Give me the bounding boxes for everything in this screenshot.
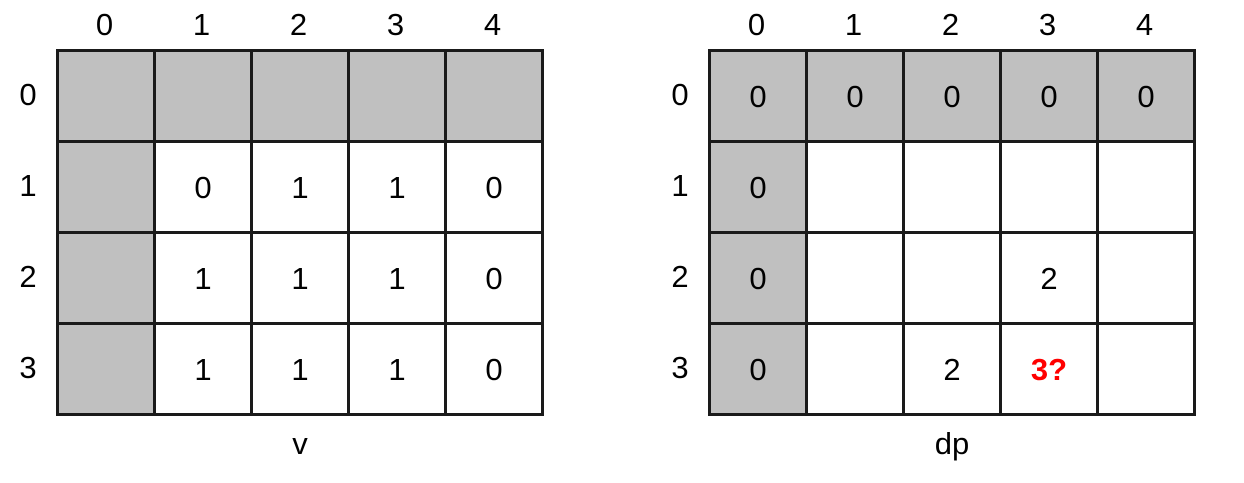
column-header-v-3: 3 bbox=[386, 7, 405, 42]
cell-v-3-2[interactable]: 1 bbox=[253, 325, 350, 416]
cell-dp-1-2[interactable] bbox=[905, 143, 1002, 234]
cell-v-3-3[interactable]: 1 bbox=[350, 325, 447, 416]
cell-dp-2-1[interactable] bbox=[808, 234, 905, 325]
caption-dp: dp bbox=[934, 426, 970, 461]
column-header-v-0: 0 bbox=[95, 7, 114, 42]
caption-v: v bbox=[292, 426, 308, 461]
cell-v-2-3[interactable]: 1 bbox=[350, 234, 447, 325]
cell-dp-0-1[interactable]: 0 bbox=[808, 52, 905, 143]
column-header-row-v: 0 1 2 3 4 bbox=[56, 0, 541, 49]
row-label-column-dp: 0 1 2 3 bbox=[652, 49, 708, 413]
cell-v-1-2[interactable]: 1 bbox=[253, 143, 350, 234]
row-label-v-3: 3 bbox=[19, 350, 37, 385]
column-header-dp-1: 1 bbox=[844, 7, 863, 42]
row-label-v-0: 0 bbox=[19, 77, 37, 112]
cell-v-0-2[interactable] bbox=[253, 52, 350, 143]
cell-dp-0-2[interactable]: 0 bbox=[905, 52, 1002, 143]
cell-dp-3-0[interactable]: 0 bbox=[711, 325, 808, 416]
cell-v-0-0[interactable] bbox=[59, 52, 156, 143]
cell-v-2-1[interactable]: 1 bbox=[156, 234, 253, 325]
cell-dp-3-1[interactable] bbox=[808, 325, 905, 416]
cell-dp-0-0[interactable]: 0 bbox=[711, 52, 808, 143]
cell-dp-3-2[interactable]: 2 bbox=[905, 325, 1002, 416]
column-header-dp-4: 4 bbox=[1135, 7, 1154, 42]
column-header-v-4: 4 bbox=[483, 7, 502, 42]
column-header-dp-2: 2 bbox=[941, 7, 960, 42]
cell-v-0-3[interactable] bbox=[350, 52, 447, 143]
cell-v-3-1[interactable]: 1 bbox=[156, 325, 253, 416]
cell-v-1-4[interactable]: 0 bbox=[447, 143, 544, 234]
table-row bbox=[59, 52, 544, 143]
row-label-dp-0: 0 bbox=[671, 77, 689, 112]
cell-v-0-1[interactable] bbox=[156, 52, 253, 143]
cell-v-1-3[interactable]: 1 bbox=[350, 143, 447, 234]
row-label-dp-2: 2 bbox=[671, 259, 689, 294]
cell-v-2-2[interactable]: 1 bbox=[253, 234, 350, 325]
table-row: 0 1 1 0 bbox=[59, 143, 544, 234]
cell-dp-3-3-highlighted[interactable]: 3? bbox=[1002, 325, 1099, 416]
row-label-dp-3: 3 bbox=[671, 350, 689, 385]
row-label-v-1: 1 bbox=[19, 168, 37, 203]
cell-dp-1-1[interactable] bbox=[808, 143, 905, 234]
column-header-v-1: 1 bbox=[192, 7, 211, 42]
grid-dp: 0 0 0 0 0 0 0 2 0 2 3? bbox=[708, 49, 1196, 416]
row-label-dp-1: 1 bbox=[671, 168, 689, 203]
row-label-v-2: 2 bbox=[19, 259, 37, 294]
column-header-v-2: 2 bbox=[289, 7, 308, 42]
cell-v-2-4[interactable]: 0 bbox=[447, 234, 544, 325]
cell-v-3-0[interactable] bbox=[59, 325, 156, 416]
cell-v-0-4[interactable] bbox=[447, 52, 544, 143]
table-row: 0 2 bbox=[711, 234, 1196, 325]
cell-v-3-4[interactable]: 0 bbox=[447, 325, 544, 416]
column-header-dp-3: 3 bbox=[1038, 7, 1057, 42]
table-row: 0 0 0 0 0 bbox=[711, 52, 1196, 143]
cell-v-1-0[interactable] bbox=[59, 143, 156, 234]
cell-v-1-1[interactable]: 0 bbox=[156, 143, 253, 234]
cell-v-2-0[interactable] bbox=[59, 234, 156, 325]
cell-dp-1-0[interactable]: 0 bbox=[711, 143, 808, 234]
table-row: 1 1 1 0 bbox=[59, 325, 544, 416]
cell-dp-2-3[interactable]: 2 bbox=[1002, 234, 1099, 325]
cell-dp-3-4[interactable] bbox=[1099, 325, 1196, 416]
cell-dp-2-0[interactable]: 0 bbox=[711, 234, 808, 325]
cell-dp-0-3[interactable]: 0 bbox=[1002, 52, 1099, 143]
cell-dp-1-3[interactable] bbox=[1002, 143, 1099, 234]
row-label-column-v: 0 1 2 3 bbox=[0, 49, 56, 413]
table-row: 1 1 1 0 bbox=[59, 234, 544, 325]
table-row: 0 2 3? bbox=[711, 325, 1196, 416]
cell-dp-2-4[interactable] bbox=[1099, 234, 1196, 325]
column-header-row-dp: 0 1 2 3 4 bbox=[708, 0, 1193, 49]
cell-dp-1-4[interactable] bbox=[1099, 143, 1196, 234]
cell-dp-2-2[interactable] bbox=[905, 234, 1002, 325]
grid-v: 0 1 1 0 1 1 1 0 1 1 1 0 bbox=[56, 49, 544, 416]
column-header-dp-0: 0 bbox=[747, 7, 766, 42]
cell-dp-0-4[interactable]: 0 bbox=[1099, 52, 1196, 143]
table-row: 0 bbox=[711, 143, 1196, 234]
